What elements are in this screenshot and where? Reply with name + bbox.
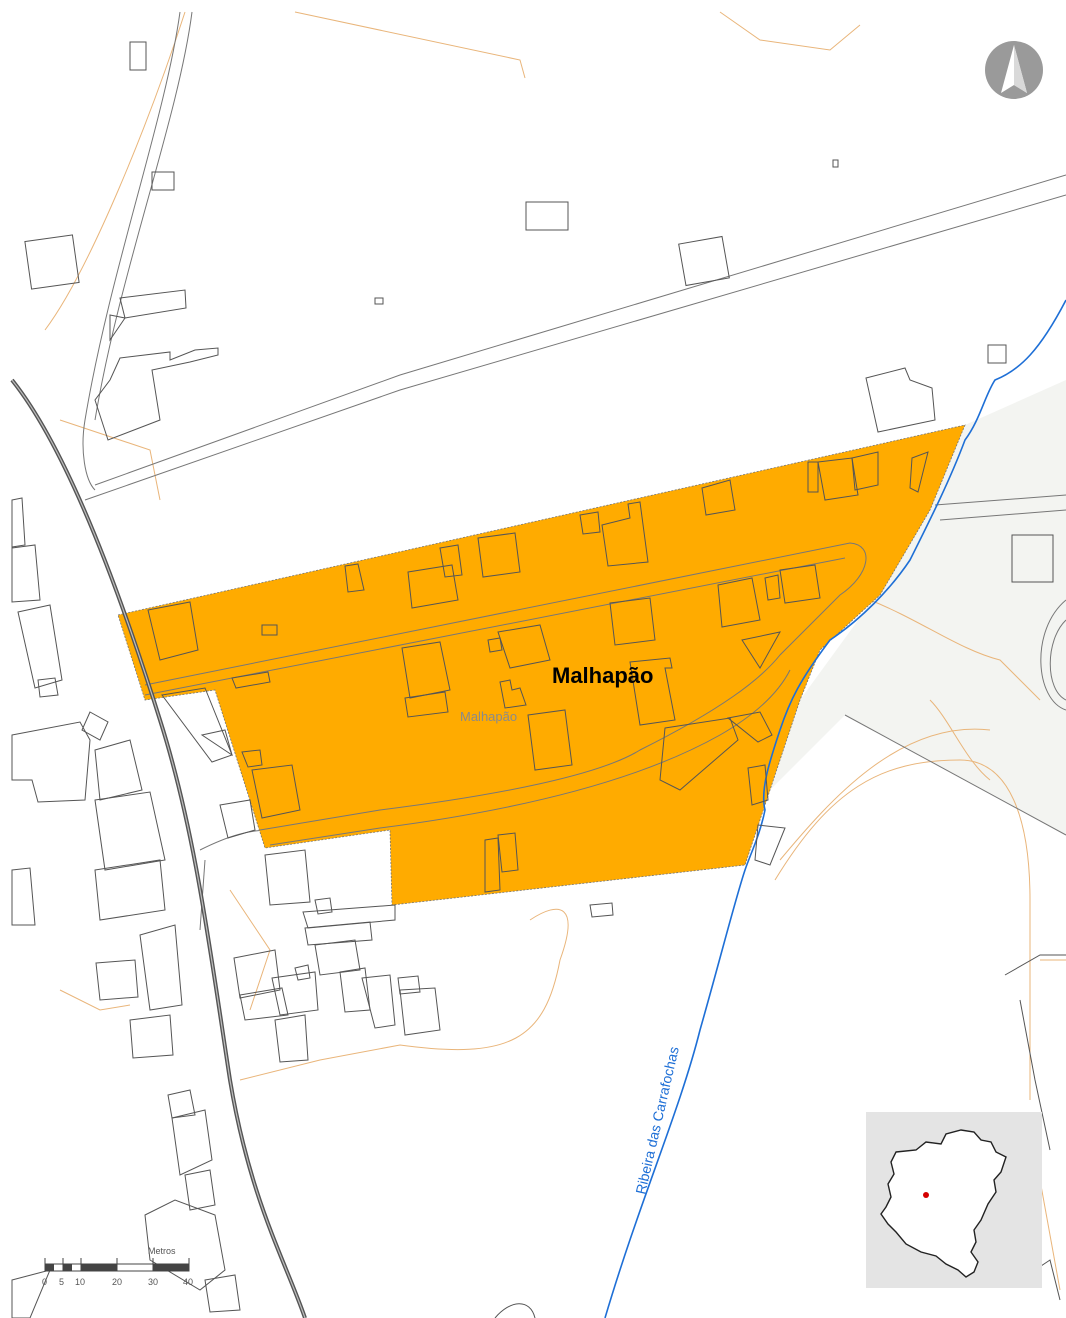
railway [10, 378, 307, 1318]
scale-unit-label: Metros [148, 1246, 176, 1256]
place-label-main: Malhapão [552, 663, 653, 688]
scale-tick-30: 30 [148, 1277, 158, 1287]
forest-area [770, 380, 1066, 835]
locator-inset [866, 1112, 1042, 1288]
location-marker [923, 1192, 929, 1198]
scale-tick-10: 10 [75, 1277, 85, 1287]
municipality-outline [880, 1129, 1007, 1278]
scale-tick-20: 20 [112, 1277, 122, 1287]
scale-tick-0: 0 [42, 1277, 47, 1287]
river [604, 299, 1066, 1318]
scale-tick-5: 5 [59, 1277, 64, 1287]
contour-lines [44, 11, 1066, 1291]
buildings [11, 41, 1066, 1318]
north-arrow-icon [985, 41, 1043, 99]
scale-tick-40: 40 [183, 1277, 193, 1287]
river-label: Ribeira das Carrafochas [632, 1045, 682, 1196]
place-label-small: Malhapão [460, 709, 517, 724]
inner-roads [144, 542, 867, 846]
scale-bar: Metros 0 5 10 20 30 40 [42, 1246, 193, 1287]
